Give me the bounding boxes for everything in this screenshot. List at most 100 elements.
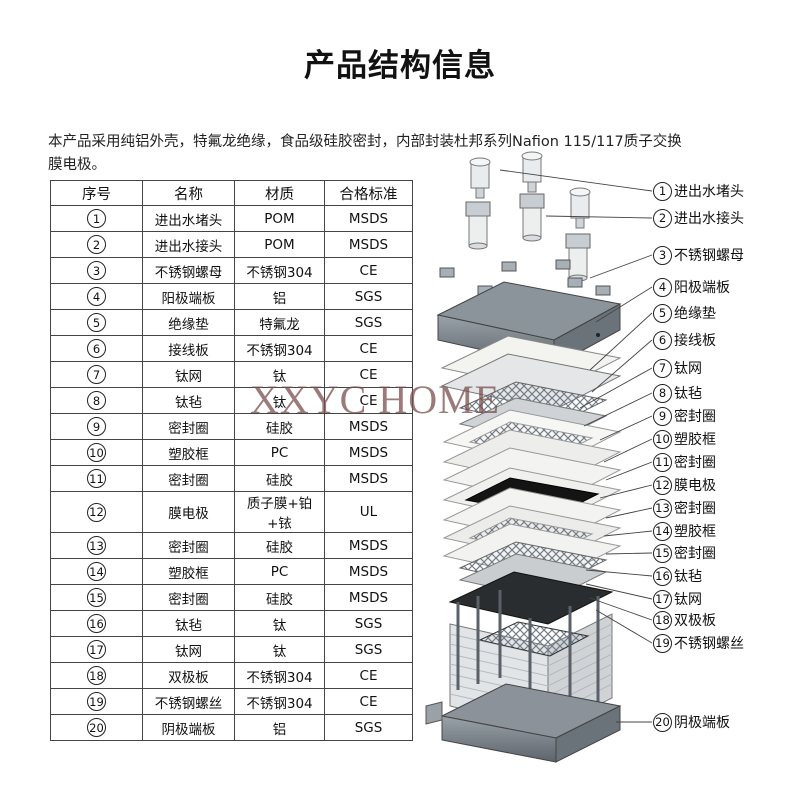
row-number: 5 bbox=[50, 309, 143, 336]
inlet-plug-parts bbox=[469, 151, 591, 229]
part-name: 密封圈 bbox=[142, 465, 235, 492]
steel-nut-parts bbox=[439, 259, 611, 296]
part-material: 特氟龙 bbox=[234, 309, 325, 336]
part-material: 不锈钢304 bbox=[234, 662, 325, 689]
row-number-badge: 16 bbox=[87, 614, 106, 633]
row-number: 6 bbox=[50, 335, 143, 362]
row-number: 11 bbox=[50, 465, 143, 492]
row-number-badge: 6 bbox=[87, 339, 106, 358]
row-number: 16 bbox=[50, 610, 143, 637]
part-standard: SGS bbox=[324, 283, 413, 310]
part-name: 密封圈 bbox=[142, 532, 235, 559]
part-name: 钛毡 bbox=[142, 387, 235, 414]
row-number: 20 bbox=[50, 714, 143, 741]
part-standard: CE bbox=[324, 361, 413, 388]
part-name: 钛网 bbox=[142, 636, 235, 663]
product-description: 本产品采用纯铝外壳，特氟龙绝缘，食品级硅胶密封，内部封装杜邦系列Nafion 1… bbox=[48, 134, 682, 173]
row-number: 9 bbox=[50, 413, 143, 440]
row-number-badge: 15 bbox=[87, 588, 106, 607]
part-standard: CE bbox=[324, 335, 413, 362]
row-number-badge: 1 bbox=[87, 209, 106, 228]
row-number-badge: 14 bbox=[87, 562, 106, 581]
part-name: 钛毡 bbox=[142, 610, 235, 637]
part-standard: MSDS bbox=[324, 532, 413, 559]
part-material: 质子膜+铂+铱 bbox=[234, 491, 325, 533]
row-number: 1 bbox=[50, 205, 143, 232]
part-material: 铝 bbox=[234, 714, 325, 741]
part-standard: SGS bbox=[324, 714, 413, 741]
part-name: 绝缘垫 bbox=[142, 309, 235, 336]
row-number: 13 bbox=[50, 532, 143, 559]
row-number: 4 bbox=[50, 283, 143, 310]
part-standard: CE bbox=[324, 387, 413, 414]
part-name: 不锈钢螺母 bbox=[142, 257, 235, 284]
row-number-badge: 9 bbox=[87, 417, 106, 436]
row-number: 3 bbox=[50, 257, 143, 284]
part-standard: CE bbox=[324, 662, 413, 689]
part-standard: MSDS bbox=[324, 231, 413, 258]
cathode-end-plate bbox=[425, 683, 622, 763]
part-standard: UL bbox=[324, 491, 413, 533]
part-material: PC bbox=[234, 439, 325, 466]
row-number-badge: 19 bbox=[87, 692, 106, 711]
part-material: 钛 bbox=[234, 610, 325, 637]
part-material: 铝 bbox=[234, 283, 325, 310]
col-header-material: 材质 bbox=[234, 180, 325, 206]
part-standard: SGS bbox=[324, 610, 413, 637]
part-material: 硅胶 bbox=[234, 465, 325, 492]
part-name: 阳极端板 bbox=[142, 283, 235, 310]
row-number: 18 bbox=[50, 662, 143, 689]
row-number-badge: 10 bbox=[87, 443, 106, 462]
row-number-badge: 11 bbox=[87, 469, 106, 488]
row-number: 19 bbox=[50, 688, 143, 715]
row-number-badge: 12 bbox=[87, 502, 106, 522]
part-name: 不锈钢螺丝 bbox=[142, 688, 235, 715]
part-name: 膜电极 bbox=[142, 491, 235, 533]
part-name: 密封圈 bbox=[142, 584, 235, 611]
row-number-badge: 3 bbox=[87, 261, 106, 280]
page-title: 产品结构信息 bbox=[304, 48, 496, 84]
row-number: 15 bbox=[50, 584, 143, 611]
row-number-badge: 8 bbox=[87, 391, 106, 410]
part-material: 不锈钢304 bbox=[234, 688, 325, 715]
part-standard: MSDS bbox=[324, 439, 413, 466]
part-standard: SGS bbox=[324, 636, 413, 663]
col-header-standard: 合格标准 bbox=[324, 180, 413, 206]
part-material: POM bbox=[234, 231, 325, 258]
row-number-badge: 17 bbox=[87, 640, 106, 659]
row-number-badge: 2 bbox=[87, 235, 106, 254]
row-number-badge: 13 bbox=[87, 536, 106, 555]
row-number-badge: 18 bbox=[87, 666, 106, 685]
row-number: 12 bbox=[50, 491, 143, 533]
part-standard: CE bbox=[324, 688, 413, 715]
part-material: POM bbox=[234, 205, 325, 232]
row-number-badge: 5 bbox=[87, 313, 106, 332]
part-name: 钛网 bbox=[142, 361, 235, 388]
row-number-badge: 7 bbox=[87, 365, 106, 384]
watermark: XXYC HOME bbox=[250, 377, 501, 422]
row-number-badge: 20 bbox=[87, 718, 106, 737]
part-name: 双极板 bbox=[142, 662, 235, 689]
leader-lines bbox=[499, 169, 653, 723]
part-standard: MSDS bbox=[324, 465, 413, 492]
part-name: 接线板 bbox=[142, 335, 235, 362]
row-number-badge: 4 bbox=[87, 287, 106, 306]
part-material: 不锈钢304 bbox=[234, 335, 325, 362]
part-name: 进出水接头 bbox=[142, 231, 235, 258]
